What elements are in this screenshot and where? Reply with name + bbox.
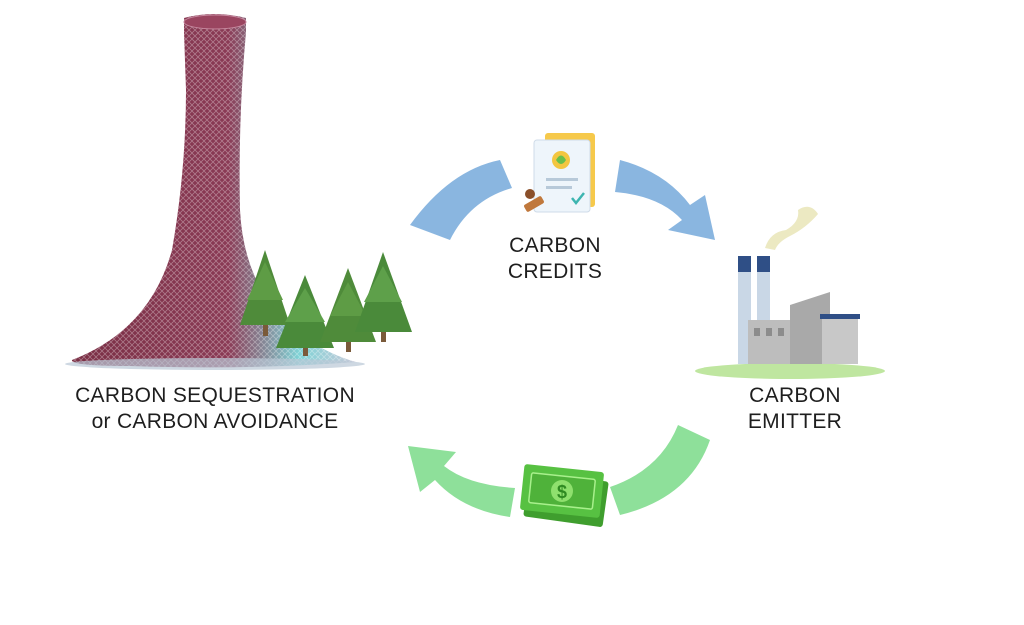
tree	[240, 250, 290, 336]
sequestration-label-line2: or CARBON AVOIDANCE	[91, 410, 339, 433]
money-bills-icon: $	[520, 464, 609, 527]
carbon-credit-certificate-icon	[533, 133, 595, 213]
credits-label-line1: CARBON	[509, 234, 601, 257]
sequestration-label-line1: CARBON SEQUESTRATION	[75, 384, 355, 407]
pine-trees-icon	[240, 250, 412, 356]
green-arrow-icon	[408, 425, 710, 517]
tree	[355, 252, 412, 342]
rubber-stamp-icon	[524, 189, 544, 212]
emitter-label-line1: CARBON	[749, 384, 841, 407]
tree	[276, 275, 334, 356]
factory-icon	[695, 206, 885, 379]
blue-arrow-icon	[410, 160, 715, 240]
emitter-label-line2: EMITTER	[747, 410, 843, 433]
dollar-sign-icon: $	[557, 482, 567, 502]
credits-label-line2: CREDITS	[507, 260, 603, 283]
mesh-tower-icon	[65, 14, 365, 370]
